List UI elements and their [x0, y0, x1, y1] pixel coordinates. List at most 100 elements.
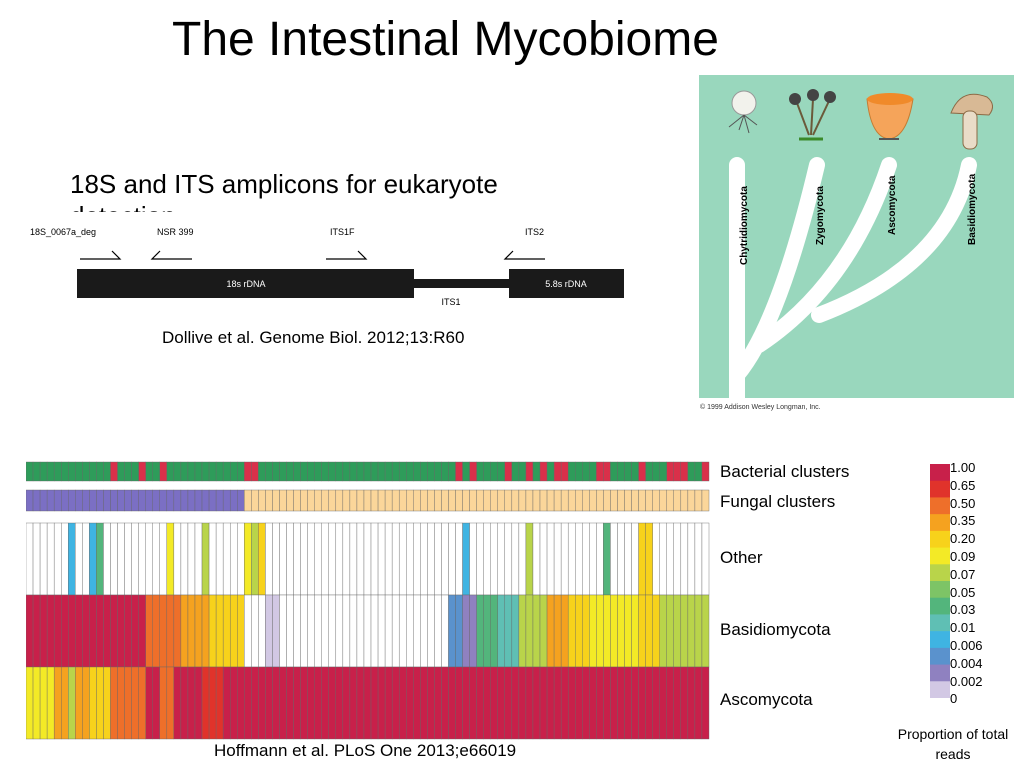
heatmap-cell: [532, 522, 541, 596]
heatmap-cell: [110, 522, 118, 596]
heatmap-cell: [356, 489, 365, 512]
rdna-58s-block: [509, 269, 624, 298]
heatmap-cell: [582, 489, 590, 512]
heatmap-cell: [75, 666, 83, 740]
heatmap-cell: [103, 461, 111, 482]
heatmap-cell: [342, 489, 351, 512]
heatmap-cell: [596, 594, 604, 668]
heatmap-cell: [406, 489, 414, 512]
heatmap-cell: [131, 461, 139, 482]
heatmap-cell: [53, 461, 62, 482]
heatmap-cell: [413, 522, 421, 596]
heatmap-cell: [427, 594, 435, 668]
heatmap-cell: [384, 666, 393, 740]
heatmap-cell: [469, 594, 477, 668]
heatmap-cell: [525, 594, 534, 668]
heatmap-cell: [434, 594, 442, 668]
heatmap-cell: [145, 594, 153, 668]
ascomycete-cup-icon: [866, 93, 914, 140]
heatmap-cell: [89, 666, 97, 740]
heatmap-cell: [272, 666, 280, 740]
heatmap-cell: [46, 461, 55, 482]
heatmap-cell: [384, 522, 393, 596]
heatmap-cell: [103, 489, 111, 512]
heatmap-cell: [258, 594, 266, 668]
heatmap-cell: [335, 489, 344, 512]
subtitle-continuation: detection: [70, 200, 176, 212]
heatmap-cell: [286, 461, 294, 482]
heatmap-cell: [300, 461, 308, 482]
heatmap-cell: [349, 666, 358, 740]
heatmap-cell: [258, 461, 266, 482]
heatmap-cell: [462, 461, 470, 482]
heatmap-cell: [610, 461, 618, 482]
heatmap-cell: [455, 594, 463, 668]
heatmap-cell: [413, 489, 421, 512]
heatmap-cell: [434, 489, 442, 512]
legend-tick-label: 0.20: [950, 531, 976, 547]
heatmap-cell: [398, 666, 407, 740]
heatmap-cell: [560, 594, 569, 668]
heatmap-cell: [251, 461, 259, 482]
heatmap-cell: [26, 461, 34, 482]
heatmap-cell: [265, 594, 273, 668]
heatmap-cell: [208, 522, 217, 596]
heatmap-cell: [46, 489, 55, 512]
heatmap-cell: [603, 522, 611, 596]
heatmap-cell: [32, 461, 41, 482]
heatmap-cell: [265, 489, 273, 512]
heatmap-cell: [82, 489, 90, 512]
heatmap-cell: [680, 594, 689, 668]
heatmap-cell: [173, 594, 182, 668]
heatmap-cell: [448, 522, 456, 596]
heatmap-cell: [117, 522, 125, 596]
heatmap-cell: [575, 489, 583, 512]
heatmap-cell: [546, 461, 555, 482]
heatmap-cell: [180, 666, 189, 740]
heatmap-cell: [68, 594, 76, 668]
heatmap-cell: [680, 666, 689, 740]
heatmap-cell: [420, 489, 428, 512]
heatmap-cell: [335, 461, 344, 482]
heatmap-cell: [441, 461, 449, 482]
heatmap-cell: [603, 666, 611, 740]
heatmap-cell: [138, 666, 146, 740]
heatmap-cell: [673, 489, 682, 512]
heatmap-cell: [539, 666, 548, 740]
heatmap-cell: [546, 489, 555, 512]
heatmap-cell: [666, 522, 674, 596]
heatmap-cell: [265, 666, 273, 740]
color-legend-bar: [930, 464, 950, 698]
heatmap-cell: [567, 666, 576, 740]
heatmap-cell: [89, 522, 97, 596]
heatmap-cell: [131, 522, 139, 596]
heatmap-cell: [511, 666, 520, 740]
heatmap-cell: [391, 666, 400, 740]
heatmap-cell: [638, 666, 646, 740]
heatmap-cell: [356, 594, 365, 668]
heatmap-cell: [328, 594, 337, 668]
heatmap-cell: [349, 522, 358, 596]
heatmap-cell: [321, 594, 329, 668]
heatmap-cell: [32, 522, 41, 596]
heatmap-cell: [652, 522, 660, 596]
heatmap-cell: [589, 461, 597, 482]
heatmap-cell: [39, 666, 48, 740]
heatmap-cell: [110, 489, 118, 512]
row-label-bacterial: Bacterial clusters: [720, 462, 850, 481]
heatmap-cell: [504, 461, 513, 482]
heatmap-cell: [659, 666, 667, 740]
heatmap-cell: [363, 489, 372, 512]
heatmap-cell: [420, 461, 428, 482]
heatmap-cell: [497, 489, 506, 512]
heatmap-cell: [434, 522, 442, 596]
heatmap-cell: [222, 489, 231, 512]
heatmap-cell: [575, 594, 583, 668]
heatmap-cell: [75, 489, 83, 512]
heatmap-cell: [448, 666, 456, 740]
heatmap-cell: [286, 594, 294, 668]
heatmap-cell: [413, 461, 421, 482]
heatmap-cell: [293, 594, 301, 668]
heatmap-cell: [624, 461, 632, 482]
heatmap-cell: [434, 461, 442, 482]
